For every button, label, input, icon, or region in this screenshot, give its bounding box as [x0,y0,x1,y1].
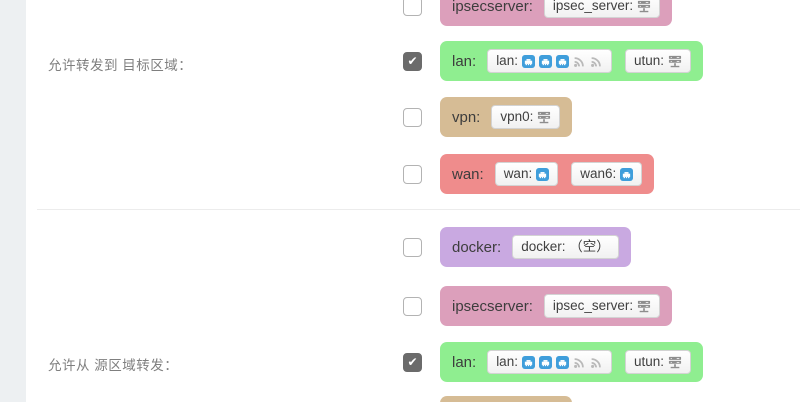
ethernet-icon [555,355,569,369]
ethernet-icon [620,167,634,181]
device-list: lan: utun: [487,48,691,74]
device-badge: lan: [487,48,612,74]
ethernet-icon [538,54,552,68]
server-icon [668,55,682,68]
device-label: lan: [496,353,518,369]
wifi-icon [573,55,586,68]
server-icon [668,356,682,369]
zone-badge-lan: lan: lan: utun: [440,342,703,382]
device-list: lan: utun: [487,349,691,375]
zone-row-ipsecserver: ipsecserver: ipsec_server: [403,286,673,326]
zone-row-wan: wan: wan: wan6: [403,154,655,194]
device-list: wan: wan6: [494,161,643,187]
device-badge: ipsec_server: [543,293,661,319]
ethernet-icon [536,167,550,181]
device-label: utun: [633,52,664,68]
device-badge: lan: [487,349,612,375]
device-badge: wan6: [571,161,643,187]
ethernet-icon [521,355,535,369]
zone-row-ipsecserver: ipsecserver: ipsec_server: [403,0,673,26]
zone-name-label: ipsecserver: [452,297,533,315]
checkbox-zone-ipsecserver[interactable] [403,296,422,316]
wifi-icon [590,356,603,369]
device-label: ipsec_server: [552,297,634,313]
device-list: docker: （空） [512,234,619,260]
device-list: vpn0: [491,104,561,130]
zone-row-docker: docker: docker: （空） [403,227,631,267]
zone-name-label: ipsecserver: [452,0,533,15]
wifi-icon [573,356,586,369]
device-badge: utun: [624,349,691,375]
ethernet-icon [538,355,552,369]
checkbox-zone-lan[interactable] [403,51,422,71]
forward-to-label: 允许转发到 目标区域： [48,58,193,73]
zone-badge-lan: lan: lan: utun: [440,41,703,81]
device-badge: wan: [494,161,559,187]
checkbox-zone-wan[interactable] [403,164,422,184]
device-badge: vpn0: [491,104,561,130]
zone-badge-vpn: vpn: vpn0: [440,97,573,137]
zone-badge-vpn: vpn: vpn0: [440,396,573,402]
zone-name-label: lan: [452,52,477,70]
device-badge: docker: （空） [512,234,619,260]
forward-from-label: 允许从 源区域转发： [48,358,179,373]
server-icon [637,300,651,313]
device-label: utun: [633,353,664,369]
checkbox-zone-ipsecserver[interactable] [403,0,422,16]
zone-badge-ipsecserver: ipsecserver: ipsec_server: [440,0,673,26]
left-gutter [0,0,26,402]
ethernet-icon [521,54,535,68]
server-icon [637,0,651,13]
device-list: ipsec_server: [543,293,661,319]
zone-badge-ipsecserver: ipsecserver: ipsec_server: [440,286,673,326]
zone-row-vpn: vpn: vpn0: [403,97,573,137]
section-divider [37,209,800,210]
zone-name-label: vpn: [452,108,481,126]
device-label: docker: （空） [521,238,610,254]
checkbox-zone-lan[interactable] [403,352,422,372]
device-label: wan6: [580,165,617,181]
checkbox-zone-docker[interactable] [403,237,422,257]
zone-badge-wan: wan: wan: wan6: [440,154,655,194]
zone-name-label: docker: [452,238,502,256]
device-badge: utun: [624,48,691,74]
device-list: ipsec_server: [543,0,661,19]
device-label: wan: [503,165,533,181]
wifi-icon [590,55,603,68]
device-label: vpn0: [500,108,534,124]
zone-row-lan: lan: lan: utun: [403,342,703,382]
device-badge: ipsec_server: [543,0,661,19]
ethernet-icon [555,54,569,68]
zone-name-label: wan: [452,165,484,183]
zone-row-lan: lan: lan: utun: [403,41,703,81]
server-icon [537,111,551,124]
zone-badge-docker: docker: docker: （空） [440,227,631,267]
zone-row-vpn: vpn: vpn0: [403,396,573,402]
device-label: ipsec_server: [552,0,634,13]
checkbox-zone-vpn[interactable] [403,107,422,127]
device-label: lan: [496,52,518,68]
zone-name-label: lan: [452,353,477,371]
